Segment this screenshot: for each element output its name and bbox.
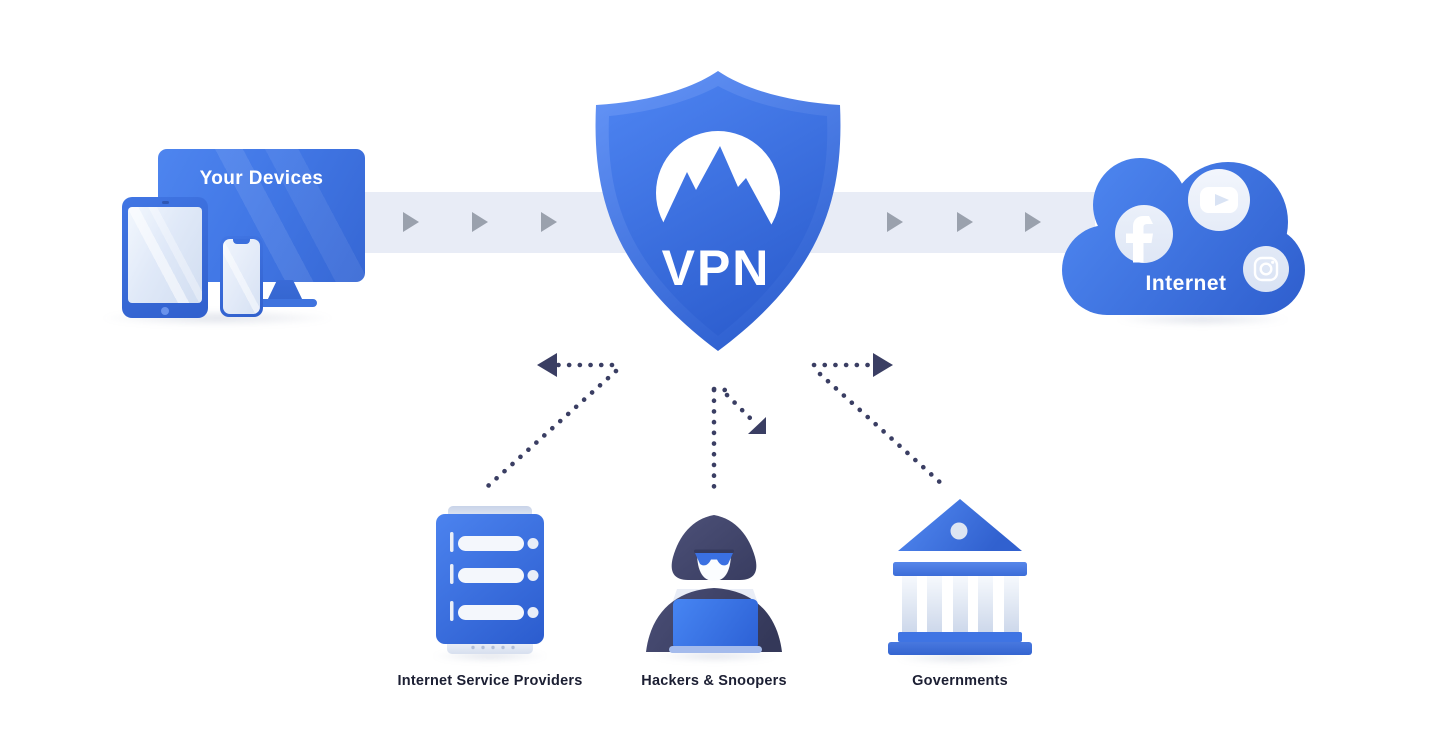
youtube-icon	[1188, 169, 1250, 231]
tablet-camera	[161, 200, 169, 204]
label-internet-service-providers: Internet Service Providers	[397, 673, 583, 689]
smartphone-notch	[233, 239, 250, 244]
monitor-stand	[267, 280, 303, 301]
laptop	[673, 599, 758, 650]
laptop-base	[669, 646, 762, 653]
columns	[902, 576, 1019, 632]
tablet-icon	[122, 197, 208, 318]
pediment-circle	[950, 522, 968, 540]
flow-chevron-icon	[472, 212, 488, 232]
flow-chevron-icon	[403, 212, 419, 232]
server-icon	[436, 506, 544, 654]
server-slots	[450, 532, 539, 621]
tablet-screen	[128, 207, 202, 303]
devices-title: Your Devices	[199, 168, 324, 189]
deflect-arrow-icon	[724, 392, 754, 422]
internet-title: Internet	[1145, 272, 1226, 295]
tablet-home-button	[161, 306, 169, 315]
hacker-hood	[671, 515, 757, 580]
internet-cloud-group: Internet	[1062, 158, 1305, 315]
flow-chevron-icon	[957, 212, 973, 232]
instagram-icon	[1243, 246, 1289, 292]
flow-chevron-icon	[541, 212, 557, 232]
facebook-icon	[1115, 205, 1173, 263]
base-step-top	[898, 632, 1022, 642]
flow-chevron-icon	[1025, 212, 1041, 232]
hacker-icon	[646, 515, 782, 653]
sunglasses	[695, 553, 733, 566]
vpn-label: VPN	[662, 240, 771, 296]
arrowhead-down-right-icon	[748, 417, 766, 434]
monitor-stand-base	[253, 299, 317, 307]
government-building-icon	[888, 499, 1032, 655]
arrowhead-right-icon	[873, 353, 893, 377]
deflect-arrow-icon	[711, 386, 728, 393]
smartphone-screen	[223, 239, 260, 314]
server-base-dots	[471, 645, 515, 650]
mountain-peak	[648, 146, 788, 255]
arrowhead-left-icon	[537, 353, 557, 377]
label-governments: Governments	[912, 673, 1008, 689]
deflect-arrow-icon	[485, 368, 619, 489]
label-hackers-snoopers: Hackers & Snoopers	[641, 673, 787, 689]
vpn-shield-icon: VPN	[595, 71, 841, 351]
cloud-shadow	[1115, 313, 1290, 326]
deflect-arrow-icon	[817, 371, 946, 488]
hood-brim	[694, 549, 734, 553]
smartphone-icon	[220, 236, 263, 317]
flow-chevron-icon	[887, 212, 903, 232]
entablature	[893, 562, 1027, 576]
base-step-bottom	[888, 642, 1032, 655]
